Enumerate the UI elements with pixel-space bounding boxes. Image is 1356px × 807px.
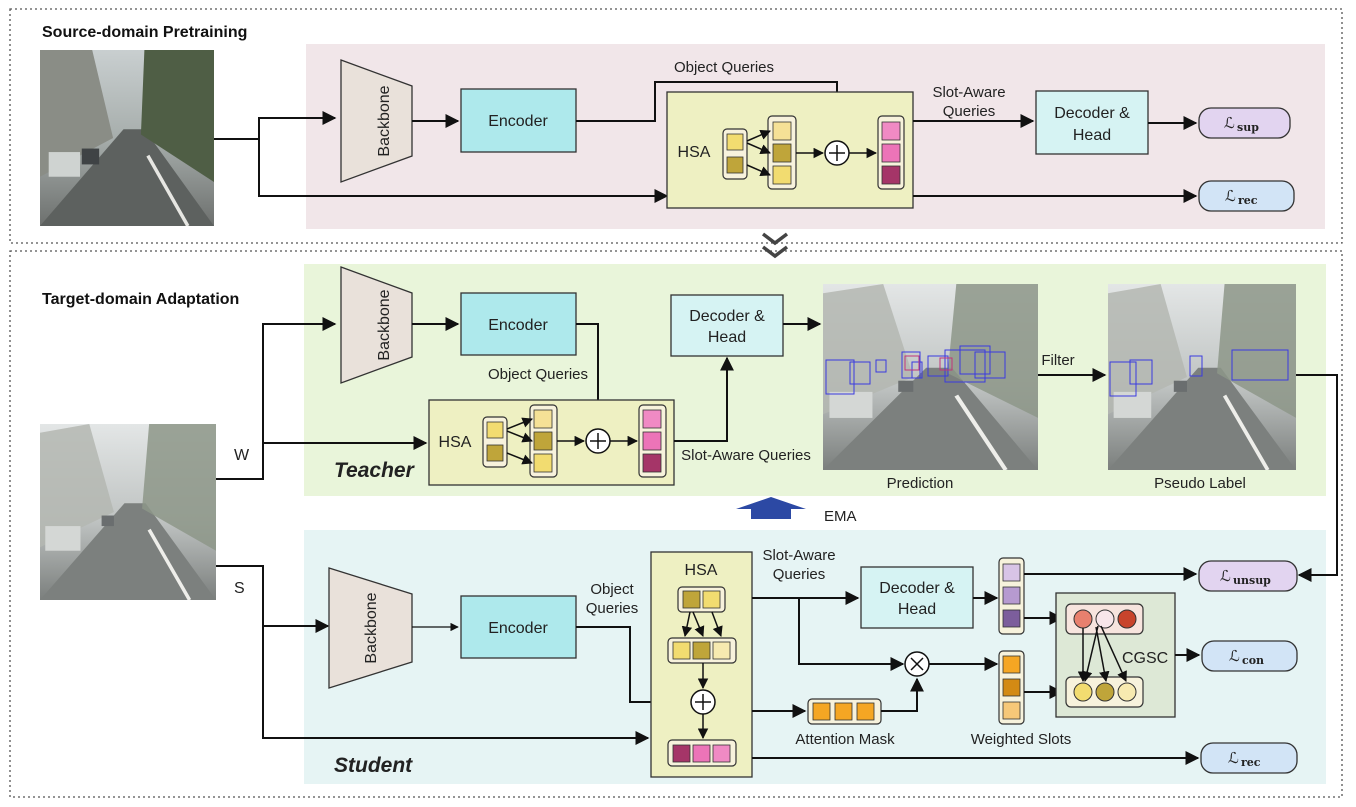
source-slot-aware-line2: Queries	[943, 103, 996, 120]
loss-con-badge: ℒ con	[1201, 640, 1298, 672]
prediction-image	[823, 284, 1038, 470]
weighted-slots-label: Weighted Slots	[971, 731, 1072, 748]
ema-arrow-icon	[736, 497, 806, 519]
svg-text:ℒ: ℒ	[1229, 647, 1240, 665]
filter-label: Filter	[1041, 352, 1074, 369]
student-slot-aware-line2: Queries	[773, 566, 826, 583]
source-frame	[9, 8, 1343, 244]
source-backbone	[340, 59, 413, 183]
double-chevron-icon	[761, 232, 789, 259]
teacher-slot-aware-queries-label: Slot-Aware Queries	[681, 447, 811, 464]
cgsc-label: CGSC	[1122, 650, 1168, 667]
student-backbone	[328, 567, 413, 689]
teacher-hsa-label: HSA	[439, 434, 472, 451]
svg-text:ℒ: ℒ	[1225, 187, 1236, 205]
source-sum-icon	[824, 140, 850, 166]
source-decoder	[1035, 90, 1149, 155]
student-encoder-label: Encoder	[488, 620, 548, 637]
student-hsa-label: HSA	[685, 562, 718, 579]
source-decoder-line2: Head	[1073, 127, 1111, 144]
source-slot-aware-line1: Slot-Aware	[932, 84, 1005, 101]
student-decoder-line1: Decoder &	[879, 580, 955, 597]
student-object-line2: Queries	[586, 600, 639, 617]
source-backbone-label: Backbone	[376, 85, 393, 156]
svg-text:unsup: unsup	[1233, 574, 1271, 587]
teacher-sum-icon	[585, 428, 611, 454]
teacher-encoder-label: Encoder	[488, 317, 548, 334]
source-image	[40, 50, 214, 226]
target-image	[40, 424, 216, 600]
teacher-decoder	[670, 294, 784, 357]
loss-unsup-badge: ℒ unsup	[1198, 560, 1298, 592]
svg-text:ℒ: ℒ	[1220, 567, 1231, 585]
student-encoder	[460, 595, 577, 659]
svg-text:sup: sup	[1237, 121, 1259, 134]
teacher-decoder-line2: Head	[708, 329, 746, 346]
teacher-backbone-label: Backbone	[376, 289, 393, 360]
loss-rec-badge-target: ℒ rec	[1200, 742, 1298, 774]
student-role-label: Student	[334, 754, 413, 777]
student-object-line1: Object	[590, 581, 634, 598]
attention-mask-label: Attention Mask	[795, 731, 895, 748]
teacher-object-queries-label: Object Queries	[488, 366, 588, 383]
student-decoder-line2: Head	[898, 601, 936, 618]
teacher-backbone	[340, 266, 413, 384]
source-object-queries-label: Object Queries	[674, 59, 774, 76]
target-section-title: Target-domain Adaptation	[42, 291, 239, 308]
student-sum-icon	[690, 689, 716, 715]
source-encoder	[460, 88, 577, 153]
pseudo-label-label: Pseudo Label	[1154, 475, 1246, 492]
source-section-title: Source-domain Pretraining	[42, 24, 247, 41]
student-backbone-label: Backbone	[363, 592, 380, 663]
multiply-icon	[904, 651, 930, 677]
svg-text:rec: rec	[1241, 756, 1261, 769]
target-frame	[9, 250, 1343, 798]
source-encoder-label: Encoder	[488, 113, 548, 130]
svg-text:con: con	[1242, 654, 1264, 667]
svg-text:ℒ: ℒ	[1224, 114, 1235, 132]
source-hsa-label: HSA	[678, 144, 711, 161]
source-decoder-line1: Decoder &	[1054, 105, 1130, 122]
loss-rec-badge-source: ℒ rec	[1198, 180, 1295, 212]
weak-branch-label: W	[234, 447, 250, 464]
student-decoder	[860, 566, 974, 629]
student-slot-aware-line1: Slot-Aware	[762, 547, 835, 564]
pseudo-label-image	[1108, 284, 1296, 470]
prediction-label: Prediction	[887, 475, 954, 492]
teacher-role-label: Teacher	[334, 459, 416, 482]
loss-sup-badge: ℒ sup	[1198, 107, 1291, 139]
teacher-decoder-line1: Decoder &	[689, 308, 765, 325]
svg-text:rec: rec	[1238, 194, 1258, 207]
teacher-encoder	[460, 292, 577, 356]
strong-branch-label: S	[234, 580, 245, 597]
ema-label: EMA	[824, 508, 857, 525]
svg-text:ℒ: ℒ	[1228, 749, 1239, 767]
